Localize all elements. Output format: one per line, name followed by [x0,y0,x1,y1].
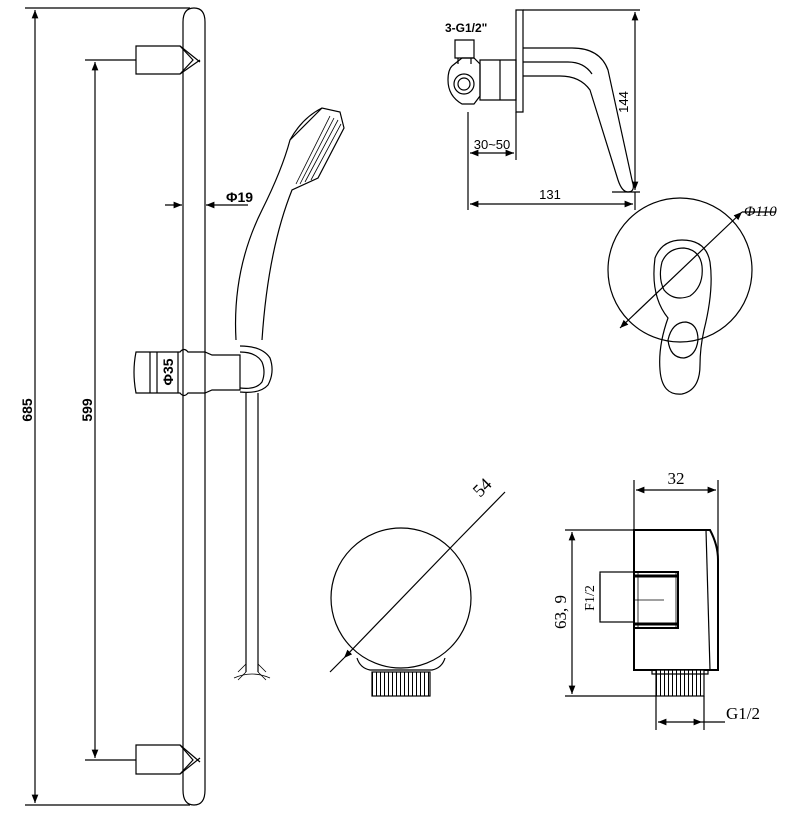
wall-outlet-thread [371,671,431,697]
mixer-lever-front [653,239,712,395]
mixer-cover-plate [515,9,524,113]
mixer-handle [523,47,634,193]
slide-rail-assembly: 685 599 Φ19 Φ35 [19,7,345,806]
mixer-inlet-label: 3-G1/2" [445,21,487,35]
mixer-valve-connector [447,57,481,105]
mixer-height-label: 144 [616,91,631,113]
slide-rail-tube [182,7,206,806]
mixer-side-view: 3-G1/2" 144 30~50 131 [445,9,640,210]
outlet-diameter-label: 54 [469,474,496,501]
cover-diameter-label: Φ110 [744,204,777,220]
outlet-inner-thread-label: F1/2 [583,585,598,611]
mixer-front-view: Φ110 [607,197,777,395]
hand-shower [234,107,345,341]
sliding-holder [133,348,241,397]
outlet-height-label: 63, 9 [551,595,570,629]
mixer-body [479,59,517,101]
outlet-diameter-dimension-line [343,539,459,659]
wall-outlet-side-body [633,529,719,671]
rail-diameter-label: Φ19 [226,189,253,205]
mixer-cover-circle [607,197,753,343]
rail-length-label: 685 [19,398,35,422]
top-wall-bracket [135,45,194,75]
bottom-wall-bracket [135,744,194,775]
mixer-depth-range-label: 30~50 [474,137,511,152]
outlet-outer-thread-label: G1/2 [726,704,760,723]
wall-outlet-disc [330,527,472,669]
cover-diameter-dimension-line [619,211,743,329]
outlet-width-label: 32 [668,469,685,488]
wall-outlet-side-view: 32 63, 9 F1/2 G1/2 [551,469,760,730]
mixer-depth-label: 131 [539,187,561,202]
bracket-spacing-label: 599 [79,398,95,422]
wall-outlet-front-view: 54 [329,474,506,697]
holder-diameter-label: Φ35 [160,358,176,385]
